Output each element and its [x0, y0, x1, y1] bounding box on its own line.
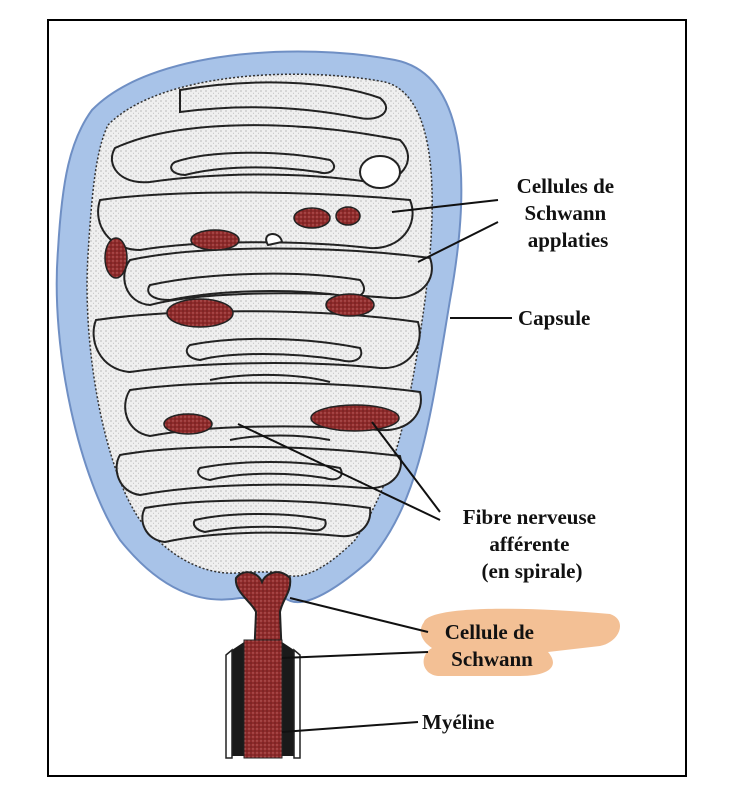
fibre-section-8	[311, 405, 399, 431]
fibre-section-1	[105, 238, 127, 278]
fibre-section-7	[164, 414, 212, 434]
fibre-section-5	[167, 299, 233, 327]
label-myeline: Myéline	[422, 710, 494, 734]
fibre-section-4	[336, 207, 360, 225]
label-capsule: Capsule	[518, 306, 590, 330]
label-cellules-schwann: Cellules de Schwann applaties	[517, 174, 620, 252]
fibre-section-3	[294, 208, 330, 228]
fibre-section-2	[191, 230, 239, 250]
fibre-section-6	[326, 294, 374, 316]
